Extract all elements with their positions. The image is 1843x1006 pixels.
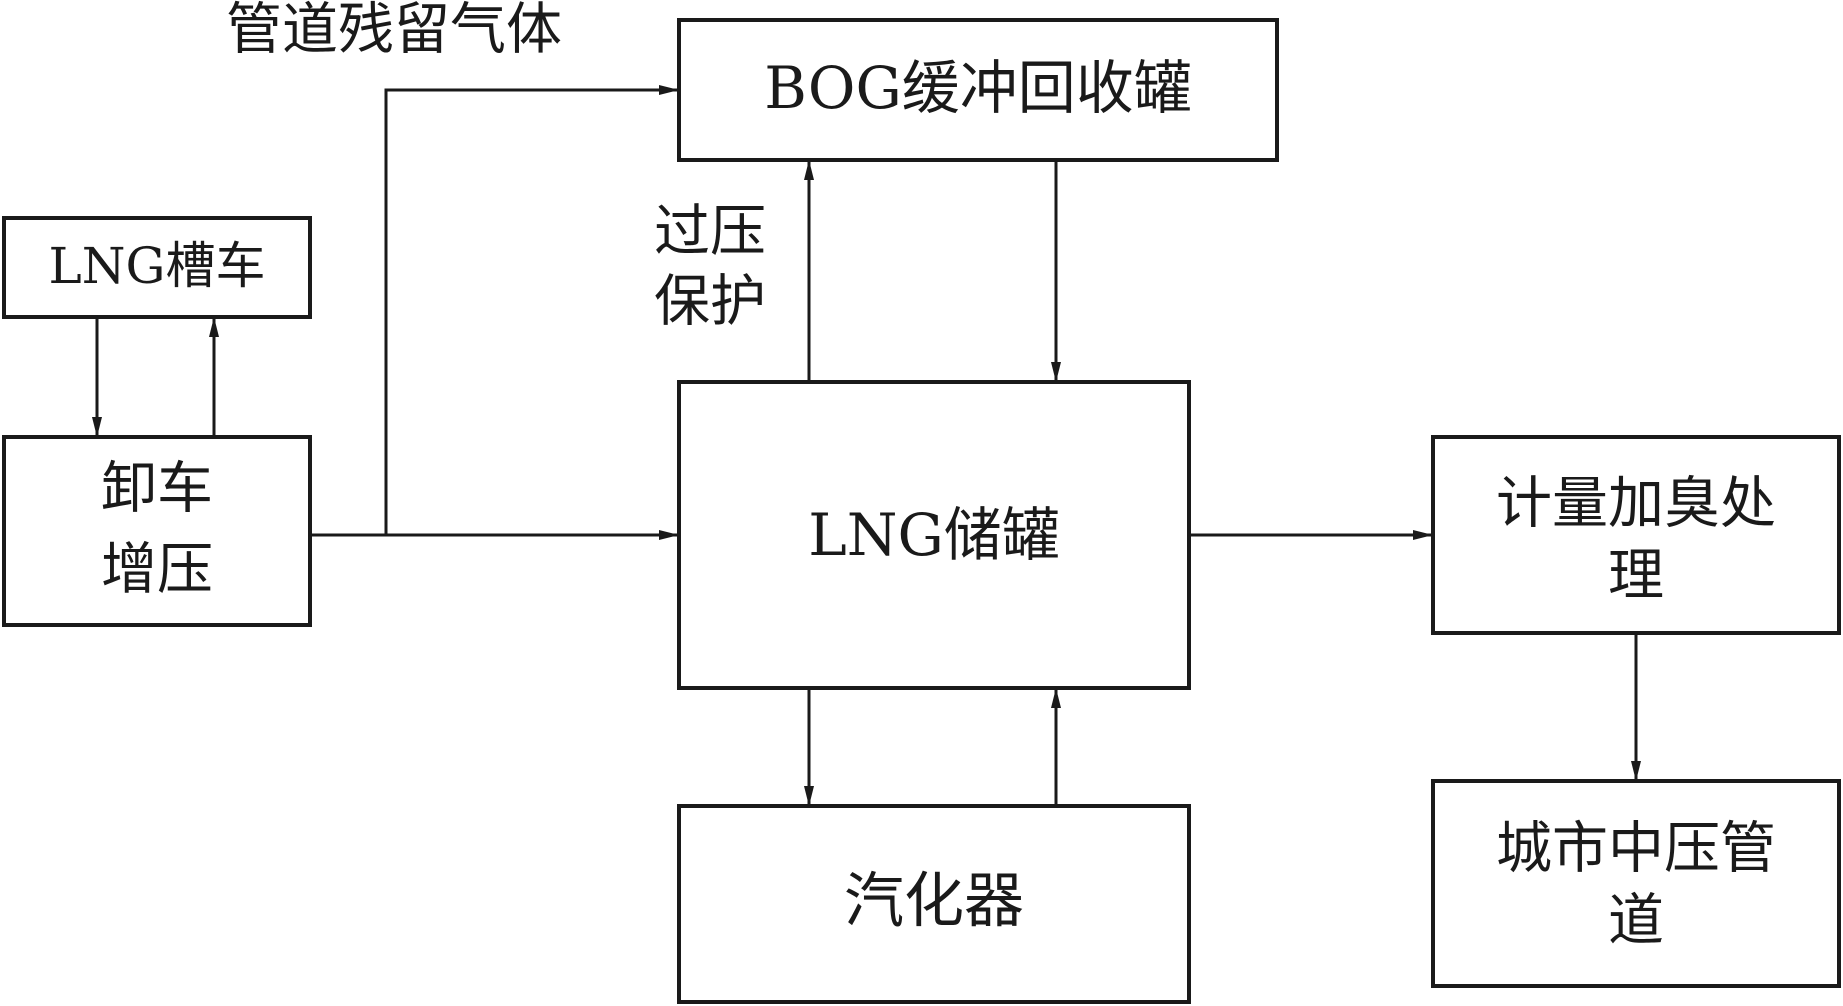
city-pipeline-label-line1: 城市中压管 xyxy=(1496,817,1776,882)
unload-boost-box xyxy=(2,435,312,627)
city-pipeline-box xyxy=(1431,779,1841,988)
bog-tank-label: BOG缓冲回收罐 xyxy=(764,54,1192,122)
residual-gas-label: 管道残留气体 xyxy=(226,0,562,63)
lng-tanker-box xyxy=(2,216,312,319)
city-pipeline-label-line2: 道 xyxy=(1608,889,1664,954)
lng-storage-box xyxy=(677,380,1191,690)
vaporizer-label: 汽化器 xyxy=(844,867,1024,937)
metering-label-line2: 理 xyxy=(1608,544,1664,609)
unload-boost-label-line1: 卸车 xyxy=(101,457,213,522)
overpressure-label-line2: 保护 xyxy=(654,270,766,335)
lng-tanker-label: LNG槽车 xyxy=(49,237,266,295)
overpressure-label-line1: 过压 xyxy=(654,200,766,265)
arrow-residual-gas-to-bog xyxy=(384,85,679,535)
vaporizer-box xyxy=(677,804,1191,1004)
lng-storage-label: LNG储罐 xyxy=(808,501,1060,569)
metering-label-line1: 计量加臭处 xyxy=(1496,472,1776,537)
bog-tank-box xyxy=(677,18,1279,162)
unload-boost-label-line2: 增压 xyxy=(101,538,213,603)
